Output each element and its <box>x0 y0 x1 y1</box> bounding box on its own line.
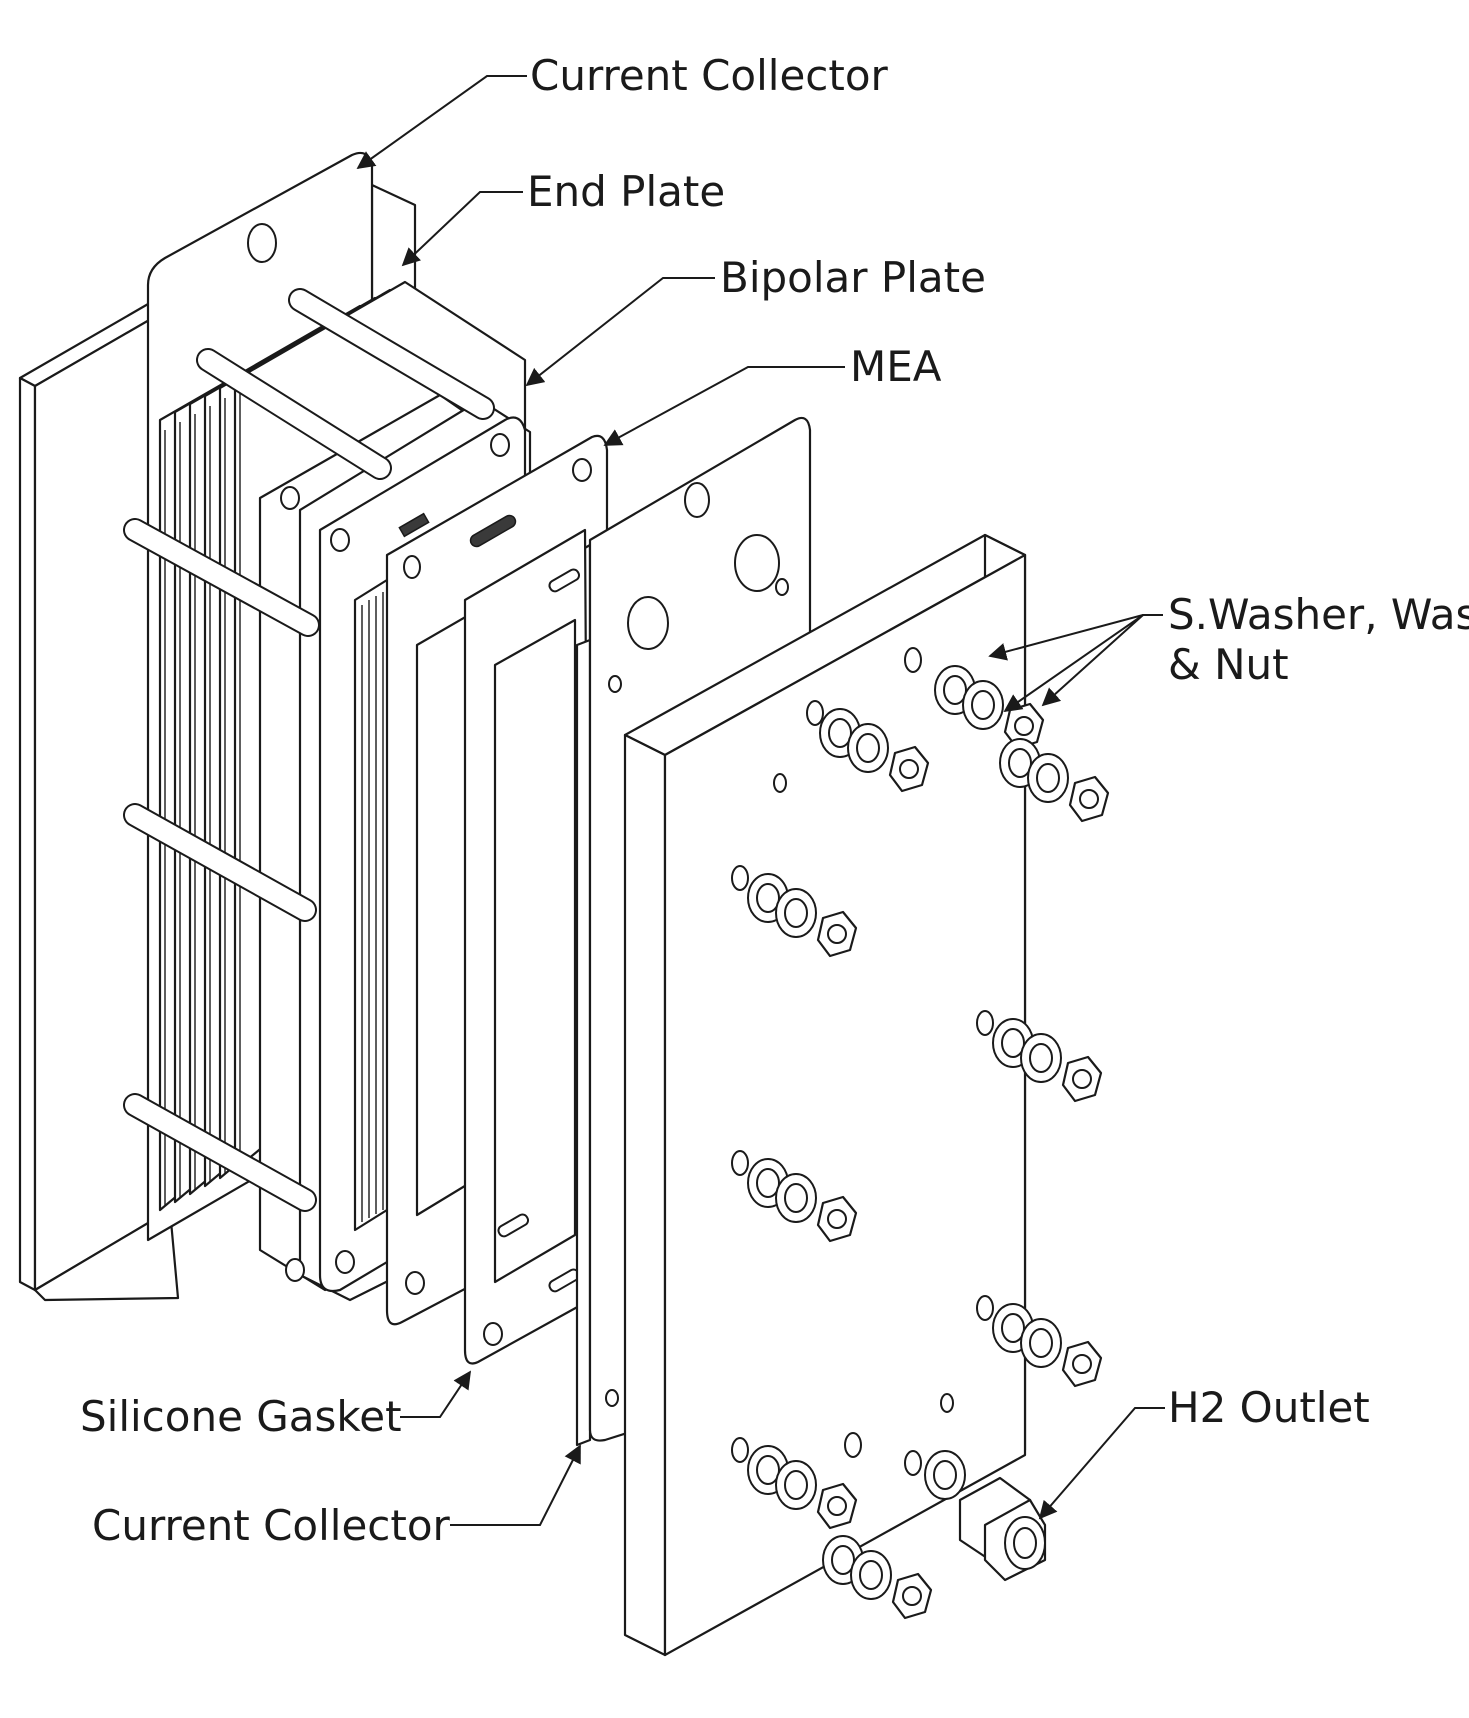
labels: Current Collector End Plate Bipolar Plat… <box>80 51 1469 1550</box>
label-washer-nut-line2: & Nut <box>1168 640 1289 689</box>
label-washer-nut-line1: S.Washer, Was <box>1168 590 1469 639</box>
fastener-set-2 <box>999 738 1110 823</box>
fastener-set-5 <box>992 1018 1103 1103</box>
tie-rod-middle <box>123 803 317 922</box>
fastener-set-3 <box>819 708 930 793</box>
label-end-plate: End Plate <box>527 167 725 216</box>
tie-rod-top-back <box>288 288 495 420</box>
tie-rod-top-front <box>196 348 392 480</box>
tie-rod-lower <box>123 1093 317 1212</box>
fastener-set-7 <box>992 1303 1103 1388</box>
label-current-collector-top: Current Collector <box>530 51 889 100</box>
h2-outlet-fitting <box>958 1476 1047 1582</box>
fastener-set-1 <box>934 665 1045 750</box>
fastener-set-8 <box>747 1445 858 1530</box>
washer-h2 <box>924 1450 966 1500</box>
fastener-set-6 <box>747 1158 858 1243</box>
tie-rods <box>123 288 495 1212</box>
label-silicone-gasket: Silicone Gasket <box>80 1392 402 1441</box>
label-mea: MEA <box>850 342 942 391</box>
label-h2-outlet: H2 Outlet <box>1168 1383 1370 1432</box>
end-plate-front-part <box>623 533 1027 1657</box>
washer-nut-sets <box>747 665 1110 1620</box>
leader-lines <box>356 75 1165 1526</box>
label-bipolar-plate: Bipolar Plate <box>720 253 986 302</box>
tie-rod-upper <box>123 518 320 637</box>
end-plate-left <box>18 298 180 1302</box>
silicone-gasket-part <box>463 528 592 1365</box>
fastener-set-9 <box>822 1535 933 1620</box>
label-current-collector-bottom: Current Collector <box>92 1501 451 1550</box>
fastener-set-4 <box>747 873 858 958</box>
